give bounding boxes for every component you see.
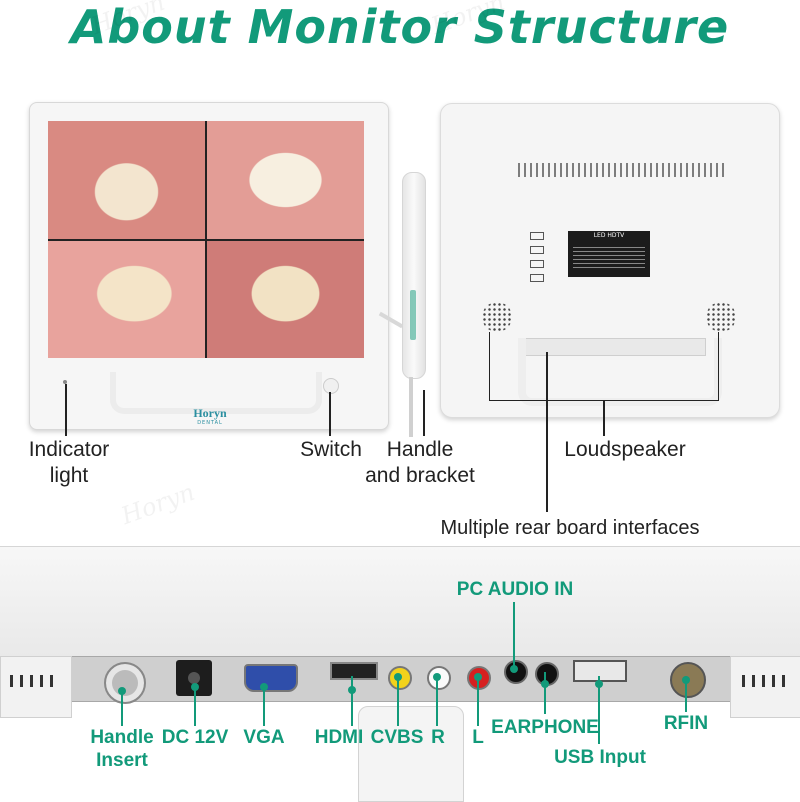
left-speaker-grille — [482, 302, 512, 332]
rear-button[interactable] — [530, 246, 544, 254]
dc-12v-dot — [191, 683, 199, 691]
earphone-pointer — [544, 672, 546, 714]
watermark: Horyn — [117, 477, 199, 531]
camera-handle — [402, 172, 426, 379]
earphone-label: EARPHONE — [491, 717, 599, 738]
cvbs-label: CVBS — [370, 727, 424, 748]
right-speaker-grille — [706, 302, 736, 332]
switch-pointer — [329, 392, 331, 436]
dc-12v-pointer — [194, 686, 196, 726]
r-pointer — [436, 676, 438, 726]
stand-foot — [358, 706, 464, 802]
r-label: R — [431, 727, 445, 748]
rear-button[interactable] — [530, 274, 544, 282]
pc-audio-in-label: PC AUDIO IN — [456, 579, 574, 600]
l-pointer — [477, 676, 479, 726]
hdmi-label: HDMI — [314, 727, 364, 748]
brand-logo: Horyn — [193, 406, 227, 420]
usb-input-label: USB Input — [554, 747, 646, 768]
dc-12v-label: DC 12V — [161, 727, 229, 748]
pc-audio-in-dot — [510, 665, 518, 673]
usb-port[interactable] — [573, 660, 627, 682]
l-label: L — [472, 727, 484, 748]
switch-button[interactable] — [323, 378, 339, 394]
dental-image-1 — [48, 121, 205, 239]
pc-audio-in-port[interactable] — [504, 660, 528, 684]
rear-handle — [518, 338, 722, 406]
camera-cable — [409, 377, 413, 437]
handle-insert-dot — [118, 687, 126, 695]
rfin-pointer — [685, 676, 687, 712]
camera-handle-stripe — [410, 290, 416, 340]
rear-button[interactable] — [530, 232, 544, 240]
page-title: About Monitor Structure — [70, 0, 730, 54]
vga-pointer — [263, 686, 265, 726]
vga-dot — [260, 683, 268, 691]
rear-spec-label: LED HDTV — [568, 231, 650, 277]
earphone-port[interactable] — [535, 662, 559, 686]
switch-label: Switch — [300, 438, 362, 461]
r-dot — [433, 673, 441, 681]
front-handle — [110, 372, 322, 414]
handle-pointer — [423, 390, 425, 436]
dental-image-2 — [207, 121, 364, 239]
housing-right — [730, 656, 800, 718]
handle-insert-pointer — [121, 690, 123, 726]
rear-interfaces-label: Multiple rear board interfaces — [440, 517, 700, 539]
port-panel-housing — [0, 546, 800, 658]
usb-dot — [595, 680, 603, 688]
hdmi-pointer — [351, 676, 353, 726]
l-dot — [474, 673, 482, 681]
monitor-screen — [48, 121, 364, 358]
indicator-pointer — [65, 384, 67, 436]
loudspeaker-pointer-right — [718, 332, 719, 400]
rear-button[interactable] — [530, 260, 544, 268]
rfin-label: RFIN — [663, 713, 709, 734]
cvbs-pointer — [397, 676, 399, 726]
dental-image-3 — [48, 241, 205, 358]
rfin-port[interactable] — [670, 662, 706, 698]
vga-label: VGA — [243, 727, 285, 748]
rfin-dot — [682, 676, 690, 684]
rear-interfaces-pointer — [546, 352, 548, 512]
housing-left — [0, 656, 72, 718]
vga-port[interactable] — [244, 664, 298, 692]
dc-12v-port-pin — [188, 672, 200, 684]
handle-insert-port[interactable] — [104, 662, 146, 704]
usb-pointer — [598, 676, 600, 744]
side-vent — [742, 675, 792, 687]
dental-image-4 — [207, 241, 364, 358]
side-vent — [10, 675, 60, 687]
rear-vent — [518, 163, 728, 177]
loudspeaker-pointer-left — [489, 332, 490, 400]
earphone-dot — [541, 680, 549, 688]
hdmi-port[interactable] — [330, 662, 378, 680]
brand-sub: DENTAL — [197, 420, 223, 426]
pc-audio-in-pointer — [513, 602, 515, 668]
indicator-light — [63, 380, 67, 384]
hdmi-dot — [348, 686, 356, 694]
cvbs-dot — [394, 673, 402, 681]
loudspeaker-pointer-v — [603, 400, 605, 436]
loudspeaker-label: Loudspeaker — [564, 438, 686, 461]
